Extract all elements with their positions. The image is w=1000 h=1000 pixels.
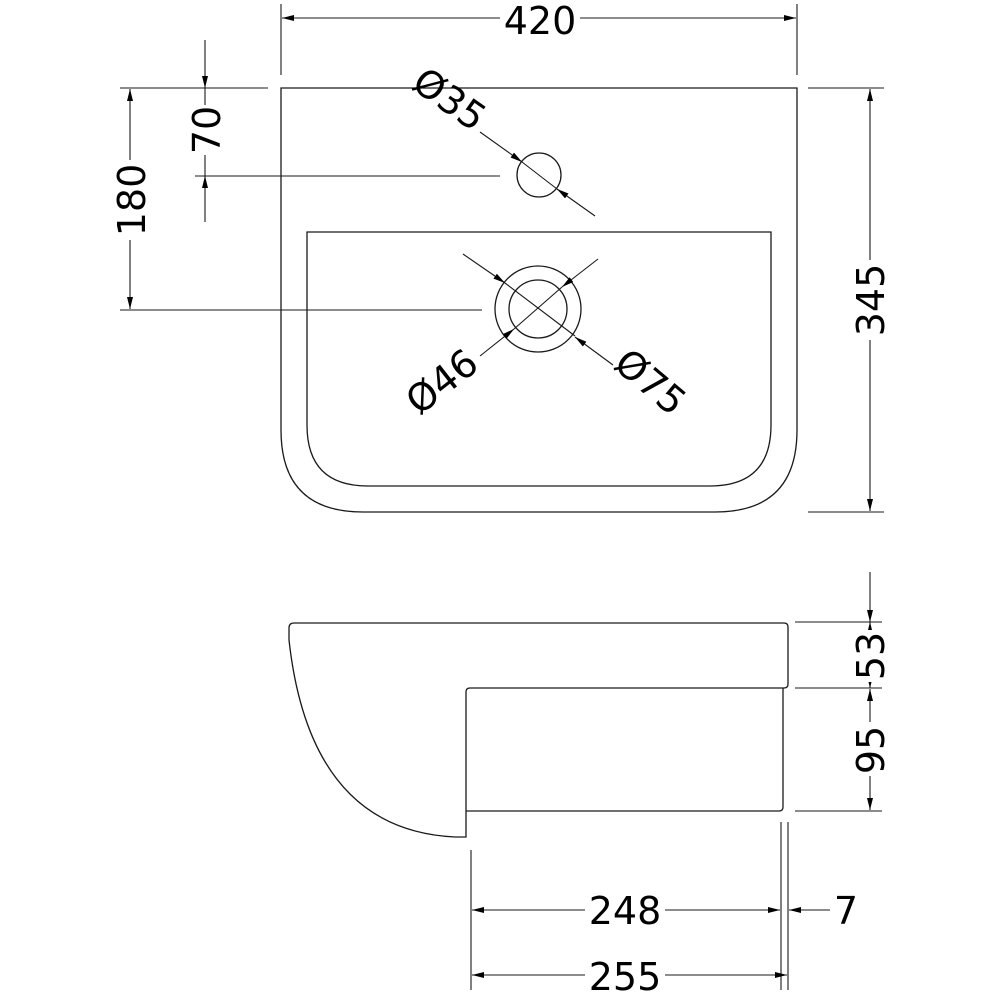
- dim-rim-height: 53: [849, 632, 893, 680]
- waste-inner: [508, 279, 568, 339]
- waste-outer: [494, 265, 582, 353]
- dim-back-offset: 7: [834, 889, 858, 933]
- dim-waste-inner-diameter: Ø46: [398, 340, 487, 423]
- basin-outline: [280, 87, 798, 513]
- basin-side-outline: [288, 622, 789, 838]
- dim-waste-outer-diameter: Ø75: [606, 340, 694, 424]
- plan-view: 420 345 180 70 Ø35 Ø75 Ø46: [110, 0, 893, 513]
- dim-body-depth: 248: [589, 889, 662, 933]
- dim-depth: 345: [849, 264, 893, 337]
- dim-total-depth: 255: [589, 955, 662, 999]
- dim-width: 420: [504, 0, 577, 43]
- tap-hole: [516, 152, 562, 198]
- dim-tap-hole-diameter: Ø35: [405, 59, 494, 140]
- dim-body-height: 95: [849, 726, 893, 774]
- basin-body-outline: [466, 688, 784, 812]
- bowl-outline: [306, 231, 772, 487]
- dim-waste-offset: 180: [110, 164, 154, 237]
- dim-tap-offset: 70: [185, 106, 229, 154]
- side-view: 53 95 248 7 255: [288, 572, 893, 999]
